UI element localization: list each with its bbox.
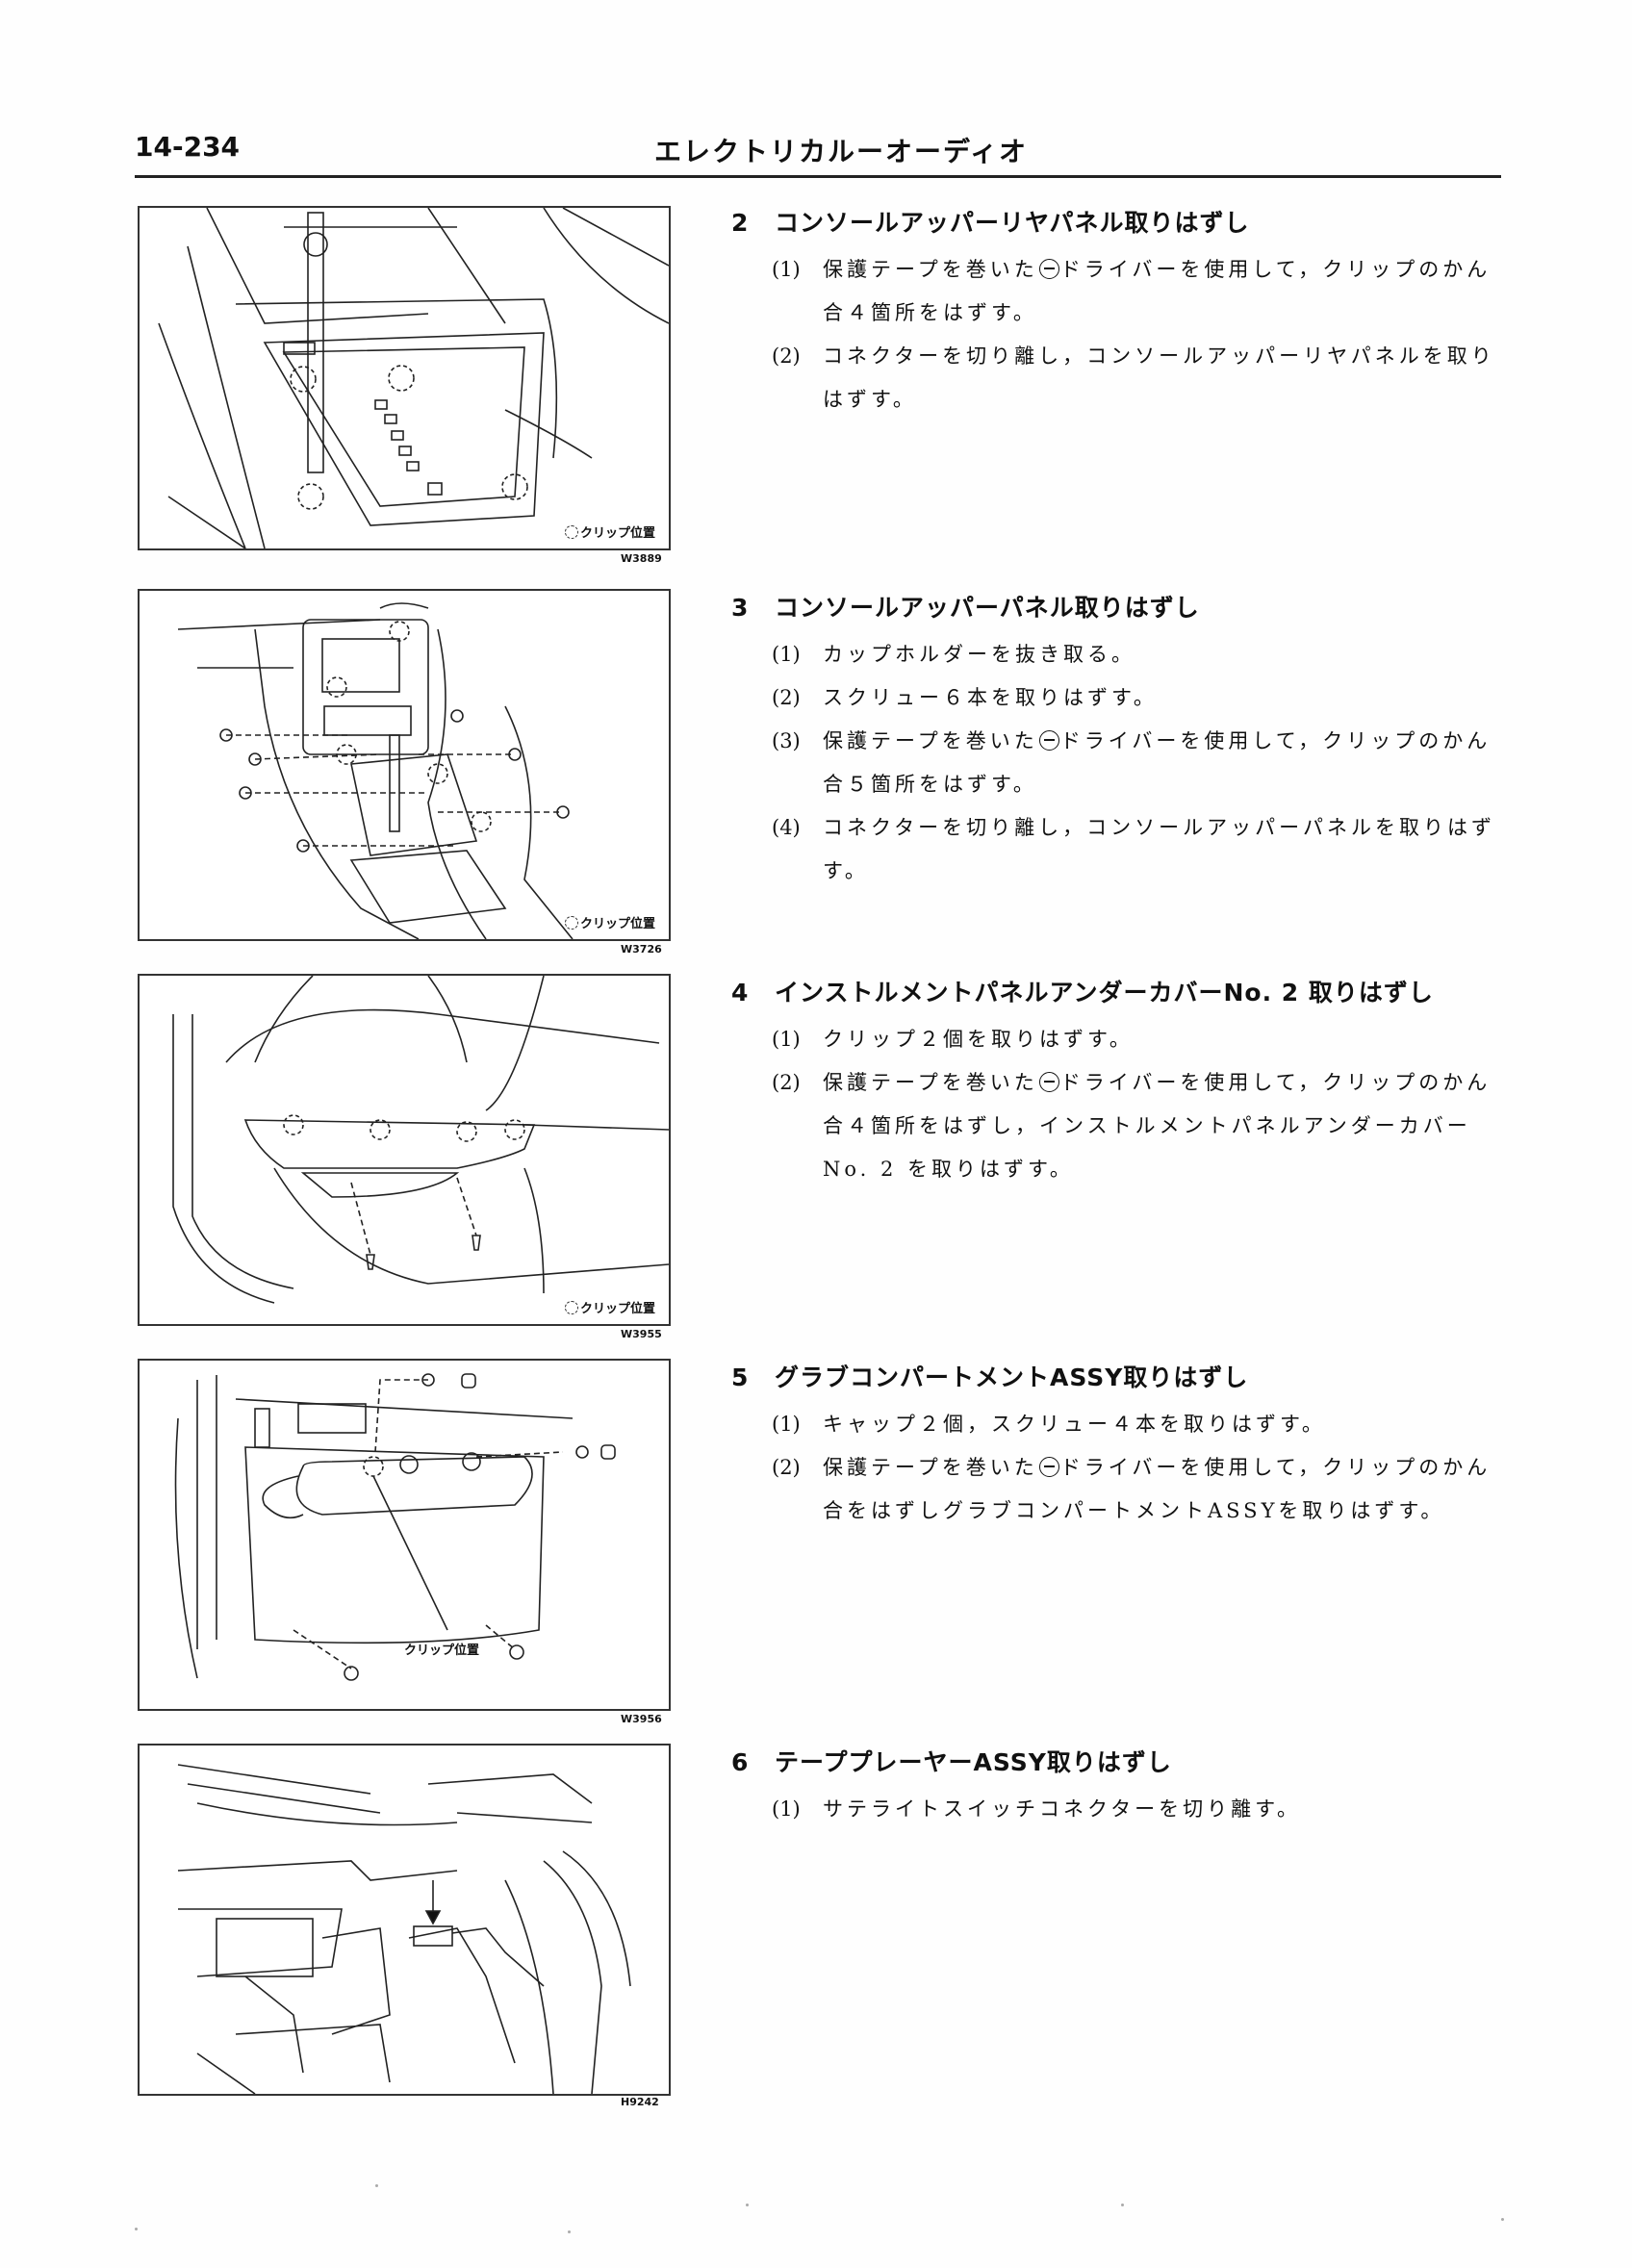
- scan-speck: [568, 2230, 571, 2233]
- page-number: 14-234: [135, 131, 241, 163]
- glove-compartment-drawing: クリップ位置: [174, 1373, 616, 1681]
- minus-screwdriver-icon: [1038, 1457, 1059, 1477]
- step: (1)キャップ２個，スクリュー４本を取りはずす。: [772, 1413, 1326, 1436]
- tape-player-drawing: [177, 1764, 631, 2094]
- scan-speck: [1501, 2218, 1504, 2221]
- figure-console-upper-panel: クリップ位置: [138, 589, 671, 941]
- clip-position-label: クリップ位置: [404, 1643, 479, 1658]
- dashed-circle-icon: [564, 916, 578, 930]
- figure-instrument-under-cover: クリップ位置: [138, 974, 671, 1326]
- figure-code: W3955: [621, 1328, 662, 1340]
- step: (1)サテライトスイッチコネクターを切り離す。: [772, 1797, 1302, 1821]
- figure-legend: クリップ位置: [564, 522, 655, 541]
- scan-speck: [746, 2204, 749, 2206]
- step: (1)クリップ２個を取りはずす。: [772, 1028, 1134, 1051]
- step: (2)コネクターを切り離し，コンソールアッパーリヤパネルを取りはずす。: [772, 344, 1495, 411]
- step: (4)コネクターを切り離し，コンソールアッパーパネルを取りはずす。: [772, 816, 1495, 882]
- figure-code: H9242: [621, 2096, 659, 2108]
- dashed-circle-icon: [564, 525, 578, 539]
- step: (2)保護テープを巻いたドライバーを使用して，クリップのかん合４箇所をはずし，イ…: [772, 1071, 1492, 1181]
- dashed-circle-icon: [564, 1301, 578, 1314]
- scan-speck: [1121, 2204, 1124, 2206]
- page-title: エレクトリカルーオーディオ: [654, 136, 1029, 167]
- step: (2)保護テープを巻いたドライバーを使用して，クリップのかん合をはずしグラブコン…: [772, 1456, 1492, 1522]
- figure-code: W3889: [621, 552, 662, 565]
- figure-legend: クリップ位置: [564, 1298, 655, 1316]
- figure-console-rear-panel: クリップ位置: [138, 206, 671, 550]
- minus-screwdriver-icon: [1038, 730, 1059, 751]
- figure-code: W3726: [621, 943, 662, 956]
- scan-speck: [135, 2228, 138, 2230]
- step: (1)カップホルダーを抜き取る。: [772, 643, 1135, 666]
- console-upper-panel-drawing: [177, 602, 574, 939]
- page-header: 14-234 エレクトリカルーオーディオ: [135, 131, 1501, 178]
- step: (2)スクリュー６本を取りはずす。: [772, 686, 1158, 709]
- under-cover-drawing: [172, 976, 669, 1304]
- step: (3)保護テープを巻いたドライバーを使用して，クリップのかん合５箇所をはずす。: [772, 729, 1492, 796]
- scan-speck: [375, 2184, 378, 2187]
- console-rear-panel-drawing: [158, 208, 669, 548]
- minus-screwdriver-icon: [1038, 259, 1059, 279]
- figure-legend: クリップ位置: [564, 913, 655, 931]
- figure-code: W3956: [621, 1713, 662, 1725]
- figure-tape-player: [138, 1744, 671, 2096]
- minus-screwdriver-icon: [1038, 1072, 1059, 1092]
- figure-glove-compartment: クリップ位置: [138, 1359, 671, 1711]
- step: (1)保護テープを巻いたドライバーを使用して，クリップのかん合４箇所をはずす。: [772, 258, 1492, 324]
